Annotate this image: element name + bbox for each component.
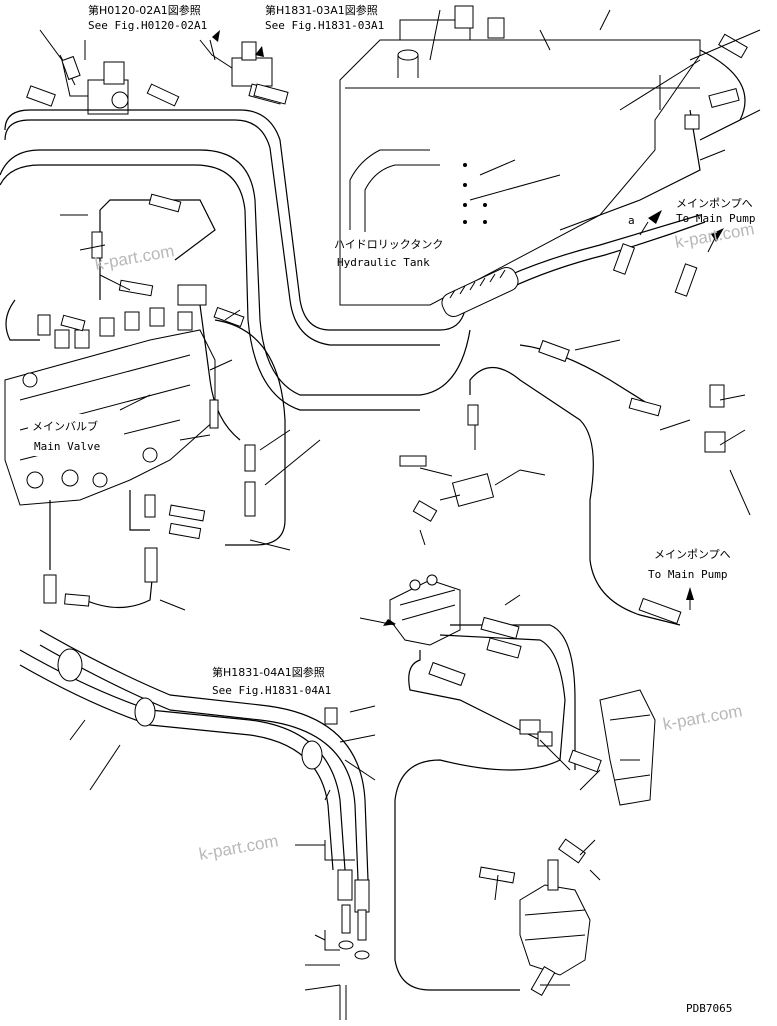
- hydraulic-tank: [339, 5, 701, 306]
- pump-top-jp: メインポンプへ: [676, 197, 753, 210]
- pump-mid-en: To Main Pump: [648, 568, 727, 581]
- reference-callout-h1831-04: 第H1831-04A1図参照 See Fig.H1831-04A1: [212, 665, 331, 697]
- reference-callout-h1831-03: 第H1831-03A1図参照 See Fig.H1831-03A1: [265, 3, 384, 32]
- marker-a: a: [628, 214, 635, 227]
- to-main-pump-label-middle: メインポンプへ To Main Pump: [648, 548, 731, 581]
- bottom-left-hoses: [19, 629, 370, 1020]
- ppc-valve: [478, 838, 591, 996]
- watermark: k-part.com: [661, 701, 743, 734]
- hydraulic-tank-label: ハイドロリックタンク Hydraulic Tank: [334, 238, 443, 269]
- watermark: k-part.com: [197, 831, 279, 864]
- valve-label-jp: メインバルブ: [32, 419, 98, 433]
- tank-label-jp: ハイドロリックタンク: [334, 238, 443, 251]
- flow-arrows: [212, 30, 724, 626]
- reference-callout-h0120: 第H0120-02A1図参照 See Fig.H0120-02A1: [88, 3, 207, 32]
- watermark: k-part.com: [93, 241, 175, 274]
- pump-mid-jp: メインポンプへ: [654, 548, 731, 561]
- to-main-pump-label-top: メインポンプへ To Main Pump: [676, 197, 755, 225]
- junction-block: [419, 339, 726, 625]
- ref-h0120-en: See Fig.H0120-02A1: [88, 19, 207, 32]
- fittings: [26, 33, 748, 725]
- tank-label-en: Hydraulic Tank: [337, 256, 430, 269]
- ref-h1831-03-en: See Fig.H1831-03A1: [265, 19, 384, 32]
- ref-h1831-04-jp: 第H1831-04A1図参照: [212, 665, 325, 679]
- pilot-control-valve: [389, 574, 576, 991]
- ref-h0120-jp: 第H0120-02A1図参照: [88, 3, 201, 17]
- hose-routing: [0, 49, 746, 626]
- main-valve: [4, 284, 216, 506]
- ref-h1831-04-en: See Fig.H1831-04A1: [212, 684, 331, 697]
- watermarks: k-part.com k-part.com k-part.com k-part.…: [93, 219, 755, 864]
- main-valve-label: メインバルブ Main Valve: [28, 414, 124, 456]
- ref-h1831-03-jp: 第H1831-03A1図参照: [265, 3, 378, 17]
- drawing-id: PDB7065: [686, 1002, 732, 1015]
- leader-lines: [60, 29, 761, 991]
- pedal-assembly: [519, 689, 656, 806]
- pump-top-en: To Main Pump: [676, 212, 755, 225]
- valve-label-en: Main Valve: [34, 440, 100, 453]
